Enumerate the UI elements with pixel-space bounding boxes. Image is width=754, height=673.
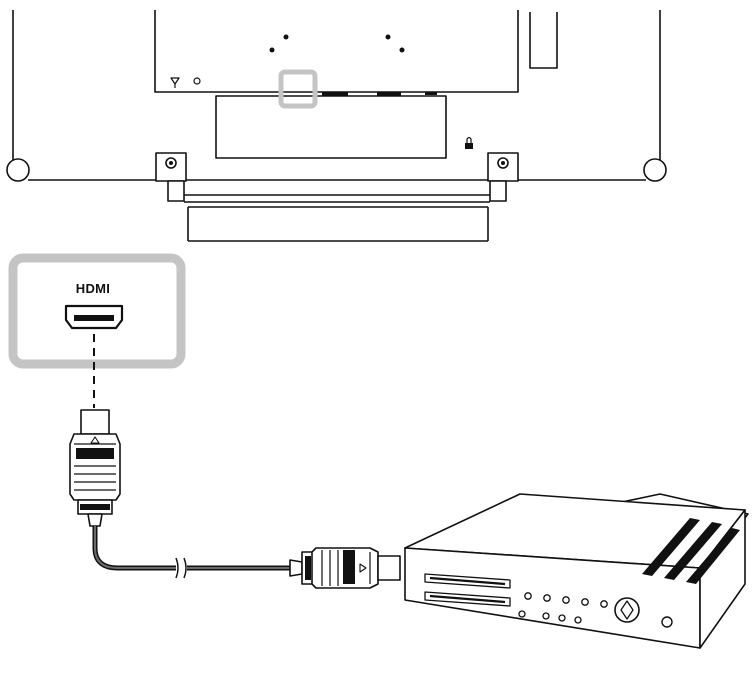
monitor-foot-right [643, 158, 667, 182]
stand-bracket-left [155, 152, 187, 202]
hdmi-cable [92, 526, 290, 579]
stand-bracket-right [487, 152, 519, 202]
source-device [404, 493, 749, 649]
port-callout [8, 253, 186, 408]
monitor-foot-left [6, 158, 30, 182]
hdmi-plug-horizontal [289, 547, 401, 589]
hdmi-port-label: HDMI [75, 281, 111, 296]
hdmi-port-icon [64, 304, 124, 330]
port-highlight [278, 69, 318, 109]
stand-base [184, 194, 490, 242]
monitor-rear [6, 10, 667, 242]
hdmi-plug-vertical [69, 409, 121, 527]
